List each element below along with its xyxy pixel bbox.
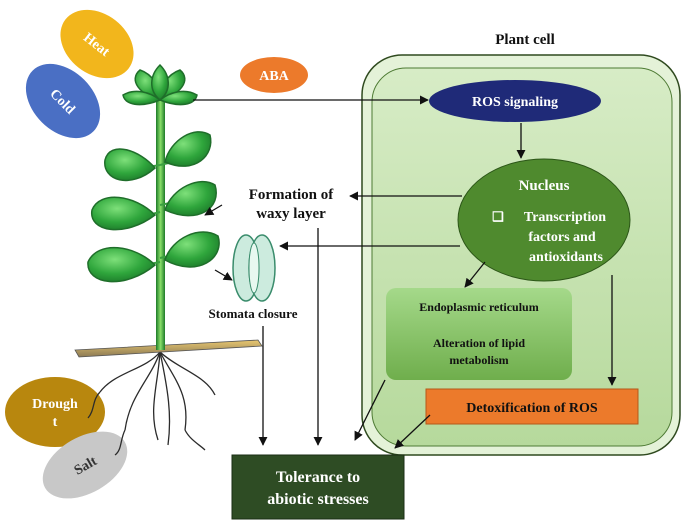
heat-oval	[60, 9, 134, 79]
nucleus-title: Nucleus	[519, 178, 570, 194]
waxy-line-2: waxy layer	[256, 206, 326, 222]
stem	[156, 100, 165, 350]
plant-illustration	[74, 63, 263, 456]
drought-label-2: t	[53, 415, 58, 430]
drought-oval	[5, 377, 105, 447]
plant-cell-title: Plant cell	[495, 32, 555, 48]
leaves	[87, 63, 220, 283]
drought-label-1: Drough	[32, 397, 78, 412]
aba-oval	[240, 57, 308, 93]
er-line-3: metabolism	[449, 353, 508, 367]
detox-box	[425, 388, 639, 425]
arrow-to-stomata	[214, 269, 233, 281]
er-box	[386, 288, 572, 380]
arrows	[193, 95, 617, 449]
arrow-to-waxy-leaf	[204, 204, 223, 216]
nucleus-node	[457, 158, 631, 282]
outcome-box	[231, 454, 405, 520]
stomata-icon	[232, 234, 276, 302]
outcome-line-2: abiotic stresses	[267, 491, 368, 508]
ground-line	[74, 339, 263, 358]
outcome-line-1: Tolerance to	[276, 469, 360, 486]
arrow-er-to-outcome	[354, 379, 386, 441]
nucleus-line-2: factors and	[528, 230, 595, 245]
waxy-line-1: Formation of	[249, 187, 335, 203]
nucleus-line-1: Transcription	[524, 210, 606, 225]
nucleus-line-3: antioxidants	[529, 250, 603, 265]
roots	[87, 351, 216, 456]
arrow-nucleus-to-er	[464, 261, 486, 288]
detox-label: Detoxification of ROS	[466, 401, 598, 416]
arrow-detox-to-outcome	[394, 414, 431, 449]
cold-oval	[25, 63, 101, 139]
stomata-label: Stomata closure	[209, 306, 298, 321]
ros-signaling-label: ROS signaling	[472, 95, 558, 110]
ros-signaling-node	[429, 80, 601, 122]
er-line-1: Endoplasmic reticulum	[419, 300, 538, 314]
aba-label: ABA	[259, 69, 289, 84]
salt-oval	[42, 431, 128, 499]
nucleus-bullet: ❑	[492, 209, 504, 224]
er-line-2: Alteration of lipid	[433, 336, 525, 350]
